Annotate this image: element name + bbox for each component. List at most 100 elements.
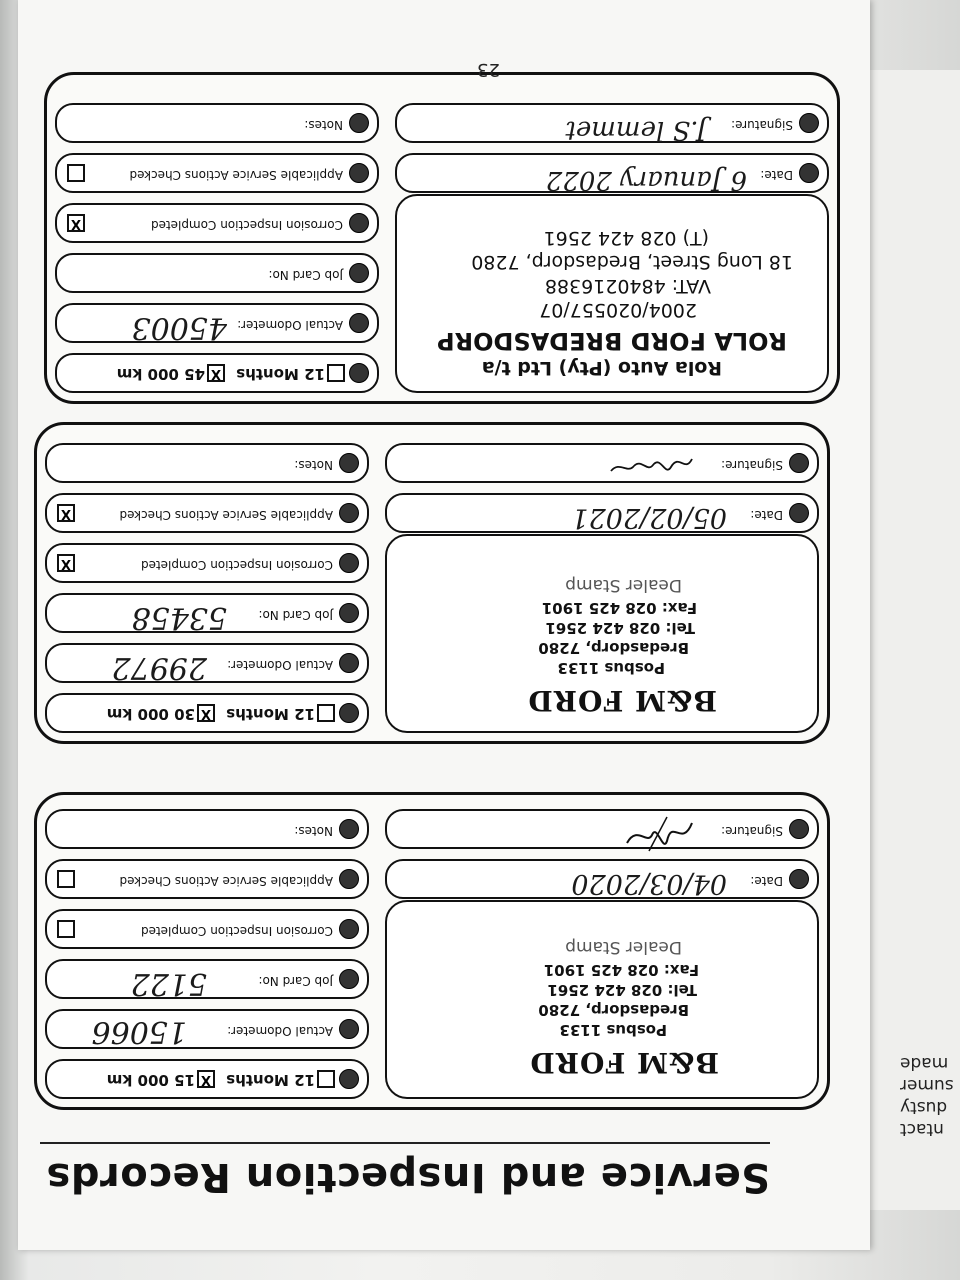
notes-label: Notes: bbox=[304, 118, 343, 132]
bullet bbox=[349, 163, 369, 183]
bullet bbox=[339, 819, 359, 839]
date-label: Date: bbox=[750, 508, 783, 522]
date-value: 05/02/2021 bbox=[571, 502, 727, 533]
applicable-checkbox[interactable] bbox=[67, 164, 85, 182]
stamp-line: Tel: 028 424 2561 bbox=[545, 619, 695, 637]
months-checkbox[interactable] bbox=[317, 1070, 335, 1088]
dealer-stamp-box: B&M FORD Posbus 1133 Bredasdorp, 7280 Te… bbox=[385, 900, 819, 1099]
signature-label: Signature: bbox=[731, 118, 793, 132]
corrosion-checkbox[interactable] bbox=[57, 920, 75, 938]
bullet bbox=[339, 653, 359, 673]
signature-scribble bbox=[610, 458, 693, 472]
applicable-row: Applicable Service Actions Checked bbox=[45, 859, 369, 899]
odometer-value: 15066 bbox=[91, 1014, 187, 1049]
jobcard-value: 5122 bbox=[130, 966, 207, 1001]
bullet bbox=[339, 553, 359, 573]
stamp-line: Fax: 028 425 1901 bbox=[541, 599, 697, 617]
dealer-stamp-label: Dealer Stamp bbox=[565, 575, 682, 595]
bullet bbox=[339, 1069, 359, 1089]
months-checkbox[interactable] bbox=[317, 704, 335, 722]
applicable-row: Applicable Service Actions Checked bbox=[55, 153, 379, 193]
facing-text-line: dusty bbox=[900, 1097, 948, 1117]
service-record-45000: 12 Months X 45 000 km Actual Odometer: 4… bbox=[44, 72, 840, 404]
facing-page bbox=[862, 70, 960, 1210]
odometer-label: Actual Odometer: bbox=[227, 1024, 333, 1038]
km-checkbox[interactable]: X bbox=[197, 704, 215, 722]
facing-text-line: sumer bbox=[900, 1075, 954, 1095]
jobcard-row: Job Card No: bbox=[55, 253, 379, 293]
signature-row: Signature: bbox=[385, 443, 819, 483]
bullet bbox=[799, 163, 819, 183]
interval-row: 12 Months X 30 000 km bbox=[45, 693, 369, 733]
stamp-dealer-name: B&M FORD bbox=[529, 1046, 719, 1079]
bullet bbox=[349, 213, 369, 233]
signature-row: Signature: J.S lemmet bbox=[395, 103, 829, 145]
bullet bbox=[789, 453, 809, 473]
odometer-row: Actual Odometer: 45003 bbox=[55, 303, 379, 345]
dealer-stamp-label: Dealer Stamp bbox=[565, 937, 682, 957]
jobcard-label: Job Card No: bbox=[258, 974, 333, 988]
km-checkbox[interactable]: X bbox=[197, 1070, 215, 1088]
bullet bbox=[349, 113, 369, 133]
odometer-row: Actual Odometer: 29972 bbox=[45, 643, 369, 685]
notes-label: Notes: bbox=[294, 458, 333, 472]
facing-text-line: ntact bbox=[900, 1119, 944, 1139]
applicable-checkbox[interactable] bbox=[57, 870, 75, 888]
corrosion-label: Corrosion Inspection Completed bbox=[140, 558, 333, 572]
bullet bbox=[339, 603, 359, 623]
jobcard-label: Job Card No: bbox=[258, 608, 333, 622]
stamp-line: Posbus 1133 bbox=[557, 659, 665, 677]
stamp-line: 2004/020557/07 bbox=[539, 299, 697, 321]
bullet bbox=[349, 263, 369, 283]
jobcard-row: Job Card No: 53458 bbox=[45, 593, 369, 635]
jobcard-label: Job Card No: bbox=[268, 268, 343, 282]
facing-page-text: ntact dusty sumer made bbox=[900, 1052, 960, 1140]
interval-row: 12 Months X 15 000 km bbox=[45, 1059, 369, 1099]
months-label: 12 Months bbox=[236, 365, 325, 383]
page-title: Service and Inspection Records bbox=[46, 1154, 770, 1200]
km-checkbox[interactable]: X bbox=[207, 364, 225, 382]
bullet bbox=[349, 363, 369, 383]
date-label: Date: bbox=[750, 874, 783, 888]
odometer-label: Actual Odometer: bbox=[227, 658, 333, 672]
applicable-label: Applicable Service Actions Checked bbox=[129, 168, 343, 182]
stamp-line: 18 Long Street, Bredasdorp, 7280 bbox=[471, 251, 793, 273]
date-row: Date: 6 January 2022 bbox=[395, 153, 829, 195]
signature-value: J.S lemmet bbox=[565, 115, 707, 145]
bullet bbox=[339, 919, 359, 939]
notes-row: Notes: bbox=[45, 809, 369, 849]
months-label: 12 Months bbox=[226, 705, 315, 723]
km-label: 30 000 km bbox=[106, 705, 195, 723]
corrosion-checkbox[interactable]: X bbox=[57, 554, 75, 572]
dealer-stamp-box: Rola Auto (Pty) Ltd t/a ROLA FORD BREDAS… bbox=[395, 194, 829, 393]
applicable-label: Applicable Service Actions Checked bbox=[119, 508, 333, 522]
bullet bbox=[349, 313, 369, 333]
title-rule bbox=[40, 1142, 770, 1144]
corrosion-row: Corrosion Inspection Completed X bbox=[45, 543, 369, 583]
jobcard-value: 53458 bbox=[131, 600, 227, 635]
km-label: 45 000 km bbox=[116, 365, 205, 383]
jobcard-row: Job Card No: 5122 bbox=[45, 959, 369, 1001]
odometer-row: Actual Odometer: 15066 bbox=[45, 1009, 369, 1049]
applicable-row: Applicable Service Actions Checked X bbox=[45, 493, 369, 533]
stamp-line: Tel: 028 424 2561 bbox=[547, 981, 697, 999]
months-checkbox[interactable] bbox=[327, 364, 345, 382]
service-record-30000: 12 Months X 30 000 km Actual Odometer: 2… bbox=[34, 422, 830, 744]
dealer-stamp-box: B&M FORD Posbus 1133 Bredasdorp, 7280 Te… bbox=[385, 534, 819, 733]
bullet bbox=[789, 869, 809, 889]
applicable-checkbox[interactable]: X bbox=[57, 504, 75, 522]
bullet bbox=[339, 703, 359, 723]
interval-row: 12 Months X 45 000 km bbox=[55, 353, 379, 393]
corrosion-checkbox[interactable]: X bbox=[67, 214, 85, 232]
stamp-line: Bredasdorp, 7280 bbox=[538, 639, 689, 657]
facing-text-line: made bbox=[900, 1053, 949, 1073]
bullet bbox=[339, 969, 359, 989]
odometer-value: 29972 bbox=[111, 650, 207, 685]
odometer-label: Actual Odometer: bbox=[237, 318, 343, 332]
bullet bbox=[339, 869, 359, 889]
signature-label: Signature: bbox=[721, 824, 783, 838]
bullet bbox=[789, 503, 809, 523]
signature-label: Signature: bbox=[721, 458, 783, 472]
